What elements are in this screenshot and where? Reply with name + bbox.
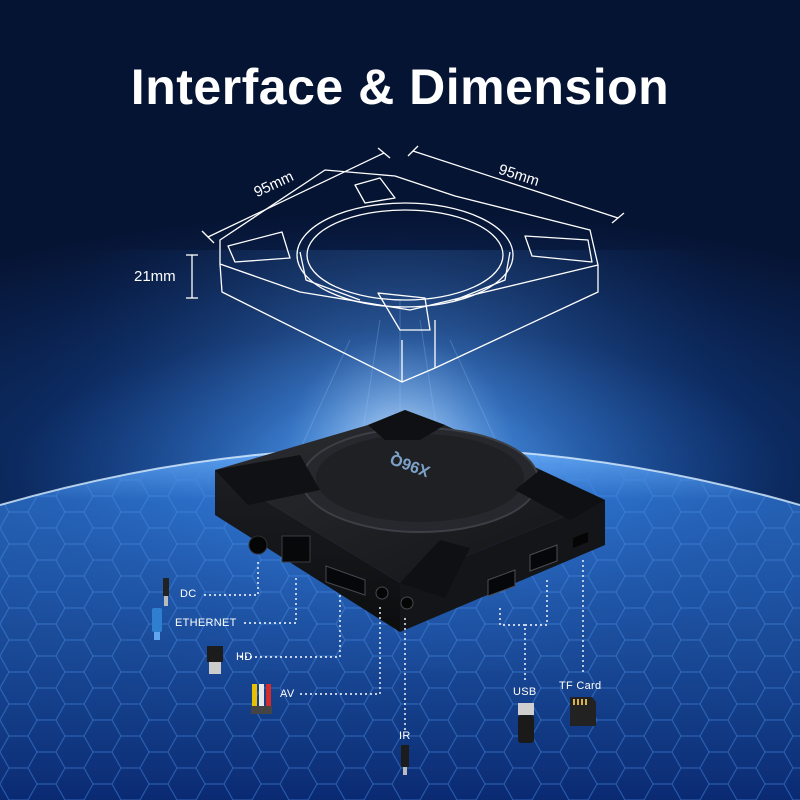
page-title: Interface & Dimension [130, 59, 670, 115]
ethernet-plug-icon [152, 608, 162, 640]
port-label-av: AV [280, 688, 295, 700]
usb-plug-icon [518, 703, 534, 743]
dc-plug-icon [163, 578, 169, 606]
av-plug-icon [251, 684, 272, 714]
height-dimension-label: 21mm [134, 268, 176, 285]
ir-plug-icon [401, 745, 409, 775]
port-label-ir: IR [399, 730, 411, 742]
hd-plug-icon [207, 646, 223, 674]
port-label-ethernet: ETHERNET [175, 617, 237, 629]
port-label-usb: USB [513, 686, 537, 698]
port-label-dc: DC [180, 588, 197, 600]
port-label-hd: HD [236, 651, 253, 663]
tf-card-icon [570, 697, 596, 726]
port-label-tf-card: TF Card [559, 680, 602, 692]
tv-box-device [215, 410, 605, 632]
